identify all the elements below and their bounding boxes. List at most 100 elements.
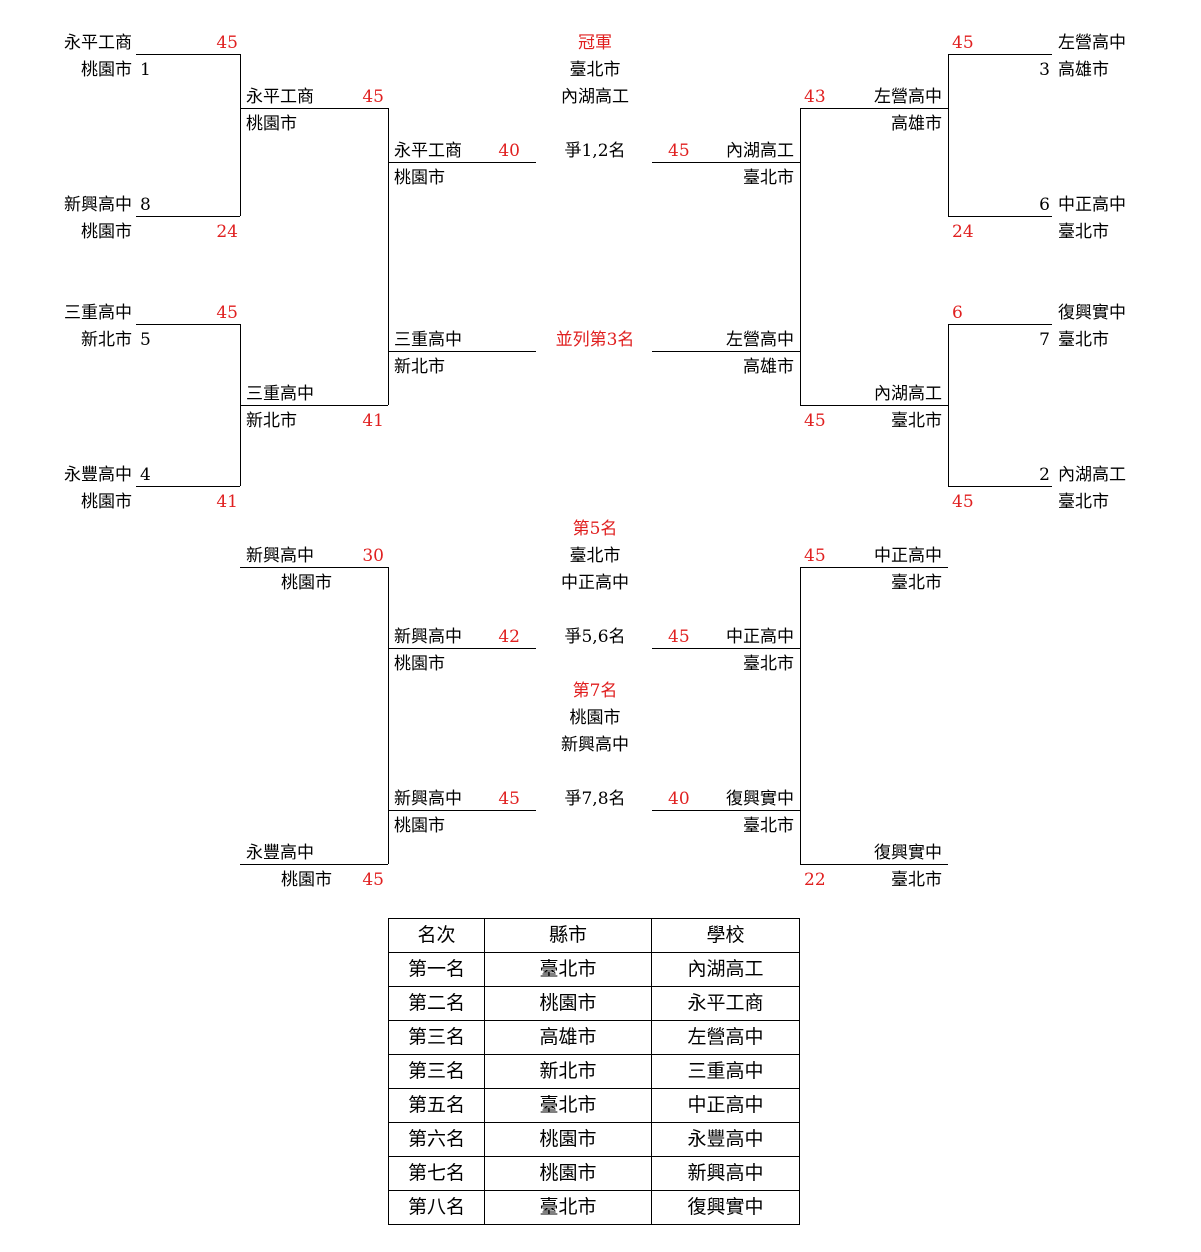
bracket-line bbox=[388, 108, 389, 405]
team-city: 臺北市 bbox=[891, 411, 942, 431]
rank-cell: 第七名 bbox=[388, 1156, 485, 1191]
bracket-line bbox=[388, 351, 536, 352]
seed-number: 4 bbox=[140, 465, 151, 485]
score: 41 bbox=[216, 492, 238, 512]
bracket-line bbox=[652, 162, 800, 163]
score: 22 bbox=[804, 870, 826, 890]
school-cell: 復興實中 bbox=[651, 1190, 800, 1225]
bracket-line bbox=[136, 486, 240, 487]
rank-cell: 第五名 bbox=[388, 1088, 485, 1123]
bracket-line bbox=[240, 567, 388, 568]
team-name: 三重高中 bbox=[394, 330, 462, 350]
team-name: 內湖高工 bbox=[874, 384, 942, 404]
bracket-line bbox=[136, 54, 240, 55]
score: 45 bbox=[804, 411, 826, 431]
header-city: 縣市 bbox=[484, 918, 652, 953]
city-cell: 桃園市 bbox=[484, 1156, 652, 1191]
rank-cell: 第一名 bbox=[388, 952, 485, 987]
bracket-line bbox=[388, 567, 389, 864]
table-row: 第二名 桃園市 永平工商 bbox=[388, 986, 800, 1021]
school-cell: 永豐高中 bbox=[651, 1122, 800, 1157]
team-city: 高雄市 bbox=[1058, 60, 1109, 80]
team-city: 桃園市 bbox=[281, 573, 332, 593]
team-city: 桃園市 bbox=[81, 60, 132, 80]
team-name: 內湖高工 bbox=[726, 141, 794, 161]
score: 30 bbox=[362, 546, 384, 566]
champion-city: 臺北市 bbox=[569, 60, 621, 80]
table-row: 第七名 桃園市 新興高中 bbox=[388, 1156, 800, 1191]
city-cell: 高雄市 bbox=[484, 1020, 652, 1055]
score: 45 bbox=[668, 627, 690, 647]
team-name: 內湖高工 bbox=[1058, 465, 1126, 485]
team-city: 高雄市 bbox=[743, 357, 794, 377]
rank-cell: 第三名 bbox=[388, 1054, 485, 1089]
champion-label: 冠軍 bbox=[578, 33, 612, 53]
team-city: 新北市 bbox=[246, 411, 297, 431]
team-name: 復興實中 bbox=[726, 789, 794, 809]
team-name: 新興高中 bbox=[64, 195, 132, 215]
bracket-line bbox=[948, 324, 949, 486]
team-name: 永豐高中 bbox=[246, 843, 314, 863]
bracket-line bbox=[240, 54, 241, 216]
bracket-line bbox=[948, 216, 1052, 217]
score: 24 bbox=[216, 222, 238, 242]
table-row: 第一名 臺北市 內湖高工 bbox=[388, 952, 800, 987]
seed-number: 7 bbox=[1039, 330, 1050, 350]
score: 45 bbox=[362, 87, 384, 107]
bracket-line bbox=[652, 648, 800, 649]
team-city: 新北市 bbox=[81, 330, 132, 350]
score: 45 bbox=[952, 33, 974, 53]
rank-cell: 第二名 bbox=[388, 986, 485, 1021]
rank-cell: 第八名 bbox=[388, 1190, 485, 1225]
team-name: 永平工商 bbox=[394, 141, 462, 161]
school-cell: 永平工商 bbox=[651, 986, 800, 1021]
seed-number: 8 bbox=[140, 195, 151, 215]
team-city: 桃園市 bbox=[281, 870, 332, 890]
score: 45 bbox=[804, 546, 826, 566]
team-city: 臺北市 bbox=[743, 654, 794, 674]
team-city: 臺北市 bbox=[743, 816, 794, 836]
school-cell: 內湖高工 bbox=[651, 952, 800, 987]
seed-number: 6 bbox=[1039, 195, 1050, 215]
bracket-line bbox=[136, 216, 240, 217]
score: 45 bbox=[498, 789, 520, 809]
team-city: 臺北市 bbox=[743, 168, 794, 188]
team-name: 左營高中 bbox=[726, 330, 794, 350]
score: 45 bbox=[362, 870, 384, 890]
seed-number: 3 bbox=[1039, 60, 1050, 80]
team-city: 臺北市 bbox=[1058, 222, 1109, 242]
bracket-line bbox=[800, 108, 948, 109]
team-name: 新興高中 bbox=[246, 546, 314, 566]
city-cell: 臺北市 bbox=[484, 952, 652, 987]
team-city: 臺北市 bbox=[891, 573, 942, 593]
city-cell: 臺北市 bbox=[484, 1190, 652, 1225]
score: 45 bbox=[216, 33, 238, 53]
seventh-place-city: 桃園市 bbox=[569, 708, 621, 728]
fifth-place-school: 中正高中 bbox=[561, 573, 629, 593]
score: 42 bbox=[498, 627, 520, 647]
team-name: 中正高中 bbox=[874, 546, 942, 566]
team-name: 三重高中 bbox=[246, 384, 314, 404]
fifth-place-city: 臺北市 bbox=[569, 546, 621, 566]
header-school: 學校 bbox=[651, 918, 800, 953]
team-city: 高雄市 bbox=[891, 114, 942, 134]
team-city: 桃園市 bbox=[394, 168, 445, 188]
team-name: 左營高中 bbox=[874, 87, 942, 107]
team-name: 左營高中 bbox=[1058, 33, 1126, 53]
table-row: 第八名 臺北市 復興實中 bbox=[388, 1190, 800, 1225]
bracket-line bbox=[800, 567, 948, 568]
bracket-line bbox=[136, 324, 240, 325]
seed-number: 2 bbox=[1039, 465, 1050, 485]
bracket-line bbox=[948, 54, 949, 216]
team-city: 臺北市 bbox=[1058, 492, 1109, 512]
bracket-line bbox=[948, 54, 1052, 55]
fifth-match-label: 爭5,6名 bbox=[564, 627, 626, 647]
school-cell: 新興高中 bbox=[651, 1156, 800, 1191]
bracket-line bbox=[388, 162, 536, 163]
city-cell: 桃園市 bbox=[484, 986, 652, 1021]
team-city: 新北市 bbox=[394, 357, 445, 377]
score: 41 bbox=[362, 411, 384, 431]
team-name: 新興高中 bbox=[394, 789, 462, 809]
bracket-line bbox=[388, 810, 536, 811]
seed-number: 5 bbox=[140, 330, 151, 350]
